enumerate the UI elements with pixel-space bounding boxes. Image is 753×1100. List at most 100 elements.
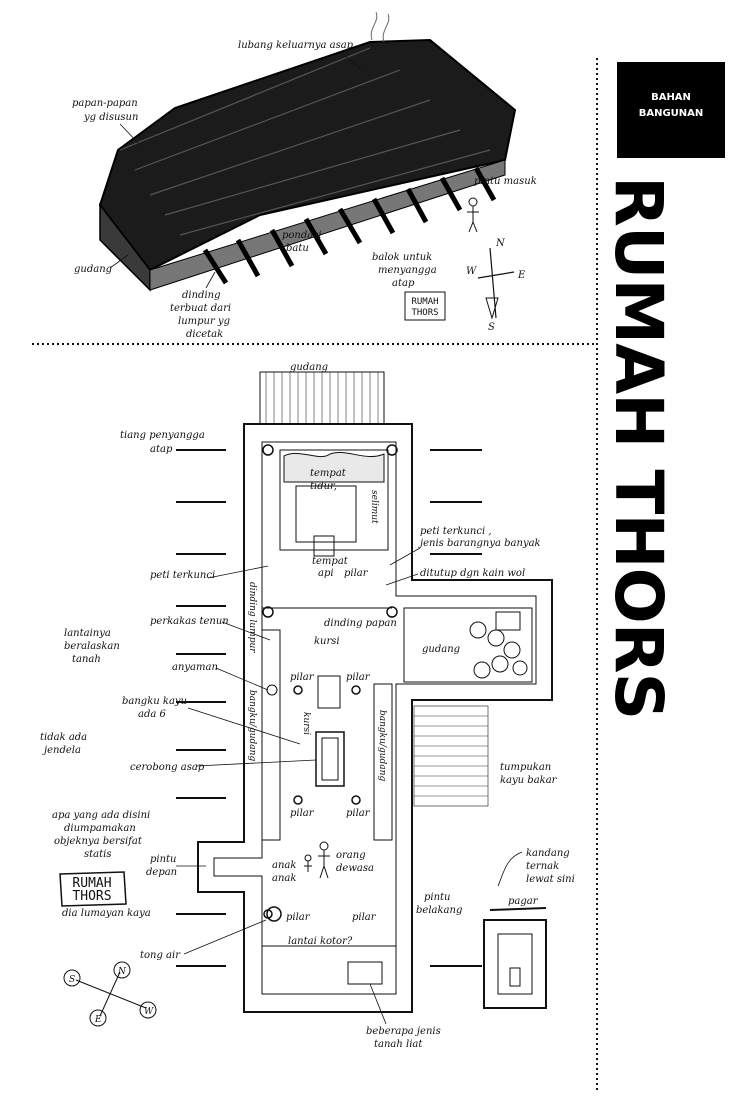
compass-plan-c: E xyxy=(94,1015,102,1025)
label-foundation-1: pondasi xyxy=(282,230,322,241)
label-bench-1: bangku kayu xyxy=(122,696,187,707)
label-clay-2: tanah liat xyxy=(374,1039,423,1050)
side-wall xyxy=(149,159,506,291)
label-back-door-1: pintu xyxy=(424,892,451,903)
weaving-basket xyxy=(266,684,278,696)
label-wall-3: lumpur yg xyxy=(178,316,230,327)
label-pillar-1: pilar xyxy=(344,568,369,579)
label-boards-1: papan-papan xyxy=(72,98,138,109)
label-chair-2: kursi xyxy=(301,712,311,735)
label-firewood-2: kayu bakar xyxy=(500,775,558,786)
label-foundation-2: batu xyxy=(286,243,309,254)
longhouse-illustration: lubang keluarnya asap papan-papan yg dis… xyxy=(72,11,537,340)
people-figures xyxy=(304,841,330,879)
stamp-top-line-1: RUMAH xyxy=(411,297,438,307)
label-beam-3: atap xyxy=(392,278,415,289)
label-fence: pagar xyxy=(508,896,539,907)
loom-frame xyxy=(317,675,341,709)
central-hearth xyxy=(315,731,345,787)
label-clay-1: beberapa jenis xyxy=(366,1026,441,1037)
label-wall-4: dicetak xyxy=(186,329,223,340)
roof-posts-left xyxy=(176,449,226,967)
compass-plan-d: W xyxy=(144,1007,154,1017)
label-sleeping-1: tempat xyxy=(310,468,347,479)
badge-line-1: BAHAN xyxy=(651,92,691,103)
label-pillar-7: pilar xyxy=(352,912,377,923)
support-beams xyxy=(202,166,497,285)
label-fire-1: tempat xyxy=(312,556,349,567)
stamp-plan-line-1: RUMAH xyxy=(72,876,111,891)
label-floor-3: tanah xyxy=(72,654,101,665)
label-storage-top-plan: gudang xyxy=(290,362,328,373)
smoke-swirl xyxy=(370,11,390,43)
label-locked-chest: peti terkunci xyxy=(150,570,215,581)
compass-s: S xyxy=(488,322,495,333)
label-wall-1: dinding xyxy=(182,290,220,301)
label-floor-2: beralaskan xyxy=(64,641,120,652)
label-locked-chest-many-1: peti terkunci , xyxy=(420,526,492,537)
stamp-plan-box xyxy=(59,871,127,907)
label-chair-1: kursi xyxy=(314,636,340,647)
label-pen-3: lewat sini xyxy=(526,874,575,885)
label-adult-1: orang xyxy=(336,850,366,861)
roof-shape xyxy=(98,38,517,272)
label-roof-post-2: atap xyxy=(150,444,173,455)
hall-outer-wall xyxy=(197,423,553,1013)
label-beam-1: balok untuk xyxy=(372,252,432,263)
label-blanket: selimut xyxy=(369,490,379,524)
compass-w: W xyxy=(466,266,477,277)
label-weaving: anyaman xyxy=(172,662,218,673)
label-pillar-5: pilar xyxy=(346,808,371,819)
label-dirty-floor: lantai kotor? xyxy=(288,936,353,947)
label-bench-storage-left: bangku/gudang xyxy=(247,690,257,761)
label-floor-1: lantainya xyxy=(64,628,111,639)
label-pillar-2: pilar xyxy=(290,672,315,683)
label-front-door-2: depan xyxy=(146,867,177,878)
badge-box xyxy=(617,62,725,158)
label-no-window-2: jendela xyxy=(42,745,81,756)
label-child-2: anak xyxy=(272,873,296,884)
label-locked-chest-many-2: jenis barangnya banyak xyxy=(418,538,541,549)
label-bench-2: ada 6 xyxy=(138,709,167,720)
label-smoke-hole: lubang keluarnya asap xyxy=(238,40,354,51)
thatch-lines xyxy=(119,47,491,236)
label-pen-2: ternak xyxy=(526,861,559,872)
label-pillar-3: pilar xyxy=(346,672,371,683)
label-fire-2: api xyxy=(318,568,334,579)
label-child-1: anak xyxy=(272,860,296,871)
label-roof-post-1: tiang penyangga xyxy=(120,430,205,441)
clay-box xyxy=(347,961,383,985)
title-column: BAHAN BANGUNAN RUMAH THORS xyxy=(596,58,725,1090)
stamp-plan-line-2: THORS xyxy=(72,889,111,904)
label-static-3: objeknya bersifat xyxy=(54,836,143,847)
label-wool-cover: ditutup dgn kain wol xyxy=(420,568,525,579)
label-sleeping-2: tidur, xyxy=(310,481,337,492)
stamp-top-box xyxy=(404,291,446,321)
hall-inner-wall xyxy=(213,441,537,995)
label-static-2: diumpamakan xyxy=(64,823,136,834)
side-storage-room xyxy=(403,607,533,683)
floor-plan: gudang gudang xyxy=(40,362,575,1050)
label-entrance: pintu masuk xyxy=(474,176,537,187)
label-adult-2: dewasa xyxy=(336,863,374,874)
bench-storage-right xyxy=(373,683,393,841)
compass-top: N S E W xyxy=(466,238,526,333)
label-firewood-1: tumpukan xyxy=(500,762,551,773)
label-boards-2: yg disusun xyxy=(83,112,138,123)
label-pillar-6: pilar xyxy=(286,912,311,923)
label-bench-storage-right: bangku/gudang xyxy=(377,710,387,781)
sleeping-furs xyxy=(283,452,385,483)
compass-n: N xyxy=(495,238,506,249)
compass-plan: S N E W xyxy=(63,961,157,1027)
label-wall-2: terbuat dari xyxy=(170,303,231,314)
annex-outer xyxy=(483,919,547,1009)
label-loom: perkakas tenun xyxy=(150,616,229,627)
label-wealthy: dia lumayan kaya xyxy=(62,908,151,919)
label-water-barrel: tong air xyxy=(140,950,181,961)
roof-posts-right xyxy=(430,449,482,967)
bench-storage-left xyxy=(261,629,281,841)
label-static-4: statis xyxy=(84,849,111,860)
label-front-door-1: pintu xyxy=(150,854,177,865)
label-storage-side: gudang xyxy=(422,644,460,655)
firewood-pile xyxy=(413,705,489,807)
